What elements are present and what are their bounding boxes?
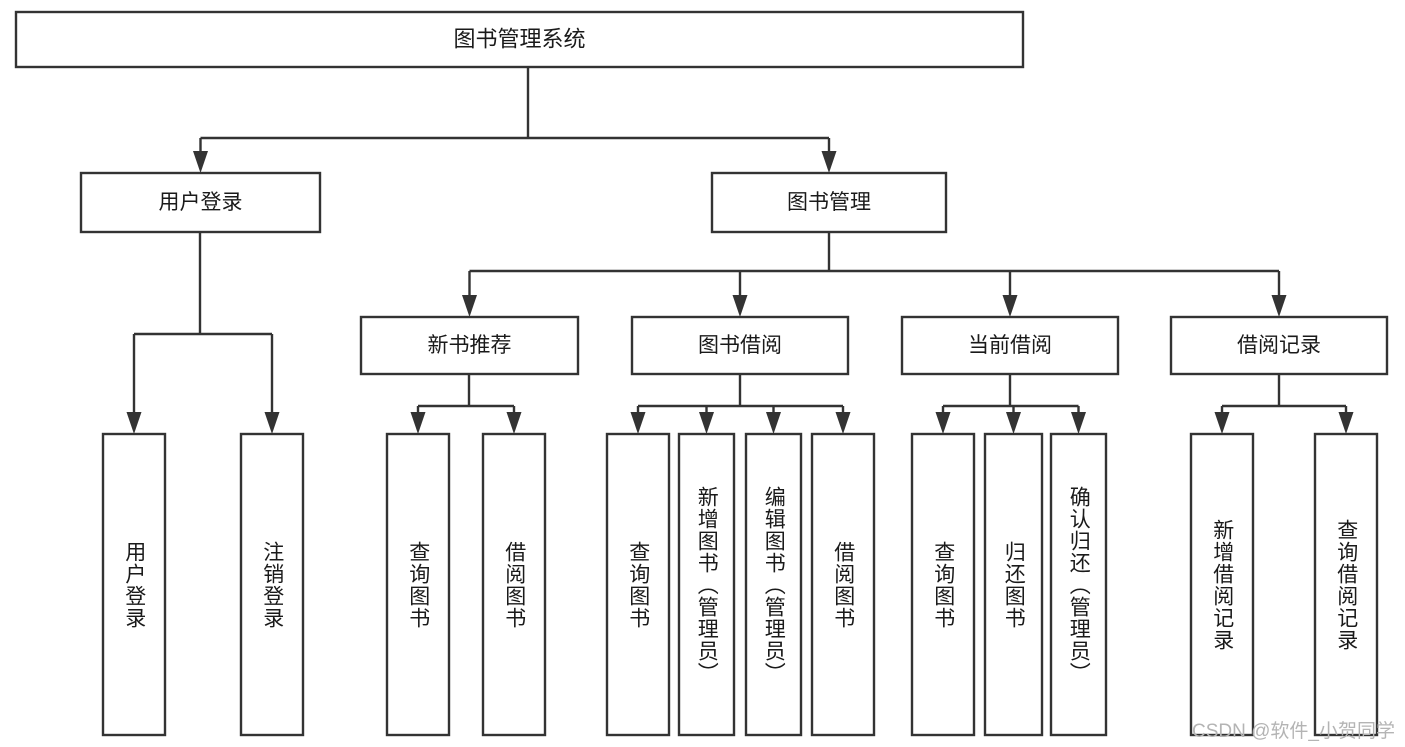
connector-record-branch <box>1214 374 1354 434</box>
edge-layer <box>126 67 1354 434</box>
node-n-new-book[interactable]: 新书推荐 <box>359 315 580 376</box>
node-l-query-book-1[interactable] <box>385 432 451 737</box>
node-box[interactable] <box>101 432 167 737</box>
node-box[interactable] <box>385 432 451 737</box>
node-n-book-mgmt[interactable]: 图书管理 <box>710 171 948 234</box>
connector-new-book-branch <box>410 374 522 434</box>
node-box[interactable] <box>630 315 850 376</box>
node-l-user-login[interactable] <box>101 432 167 737</box>
node-n-borrow[interactable]: 图书借阅 <box>630 315 850 376</box>
node-l-user-logout[interactable] <box>239 432 305 737</box>
node-box[interactable] <box>744 432 803 737</box>
connector-book-mgmt-branch <box>462 232 1287 317</box>
node-l-borrow-book-1[interactable] <box>481 432 547 737</box>
node-label: 当前借阅 <box>968 334 1052 357</box>
node-box[interactable] <box>910 432 976 737</box>
node-box[interactable] <box>359 315 580 376</box>
node-l-query-book-3[interactable] <box>910 432 976 737</box>
node-label: 借阅记录 <box>1237 334 1321 357</box>
node-box[interactable] <box>605 432 671 737</box>
node-l-add-book[interactable] <box>677 432 736 737</box>
node-box[interactable] <box>239 432 305 737</box>
connector-root-branch <box>193 67 837 173</box>
node-box[interactable] <box>677 432 736 737</box>
node-box[interactable] <box>810 432 876 737</box>
node-box[interactable] <box>1313 432 1379 737</box>
connector-current-branch <box>935 374 1086 434</box>
node-n-current[interactable]: 当前借阅 <box>900 315 1120 376</box>
node-l-borrow-book-2[interactable] <box>810 432 876 737</box>
connector-user-login-branch <box>126 232 280 434</box>
node-l-add-record[interactable] <box>1189 432 1255 737</box>
node-label: 图书管理 <box>787 191 871 214</box>
node-box[interactable] <box>1169 315 1389 376</box>
connector-borrow-branch <box>630 374 851 434</box>
node-box[interactable] <box>983 432 1044 737</box>
node-n-user-login[interactable]: 用户登录 <box>79 171 322 234</box>
node-box[interactable] <box>14 10 1025 69</box>
node-box[interactable] <box>1189 432 1255 737</box>
node-l-query-record[interactable] <box>1313 432 1379 737</box>
node-label: 用户登录 <box>159 191 243 214</box>
node-n-record[interactable]: 借阅记录 <box>1169 315 1389 376</box>
node-box[interactable] <box>481 432 547 737</box>
node-label: 图书管理系统 <box>453 26 585 51</box>
node-label: 新书推荐 <box>428 334 512 357</box>
node-box[interactable] <box>1049 432 1108 737</box>
node-root[interactable]: 图书管理系统 <box>14 10 1025 69</box>
node-label: 图书借阅 <box>698 334 782 357</box>
node-box[interactable] <box>79 171 322 234</box>
node-box[interactable] <box>900 315 1120 376</box>
node-l-confirm-return[interactable] <box>1049 432 1108 737</box>
node-box[interactable] <box>710 171 948 234</box>
node-l-return-book[interactable] <box>983 432 1044 737</box>
node-l-edit-book[interactable] <box>744 432 803 737</box>
node-l-query-book-2[interactable] <box>605 432 671 737</box>
